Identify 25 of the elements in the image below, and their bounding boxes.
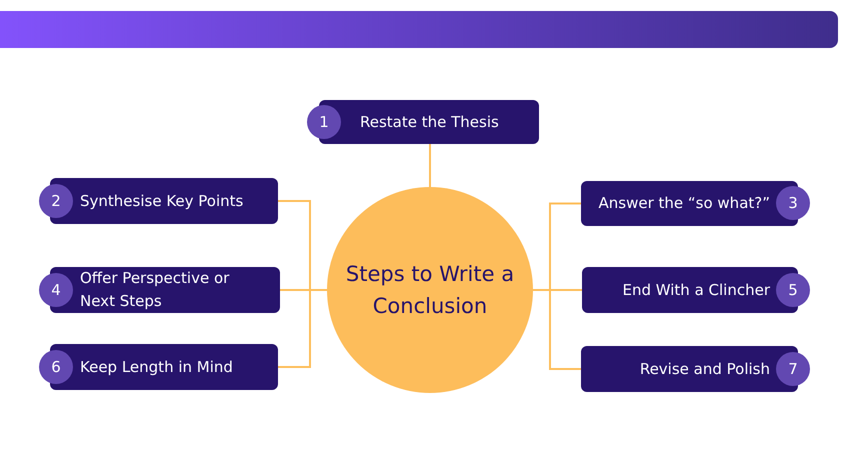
step-box <box>50 344 278 390</box>
step-box <box>50 267 280 313</box>
step-number-badge: 1 <box>307 105 341 139</box>
step-label: Synthesise Key Points <box>80 190 244 212</box>
step-number-badge: 6 <box>39 350 73 384</box>
step-label: Offer Perspective or Next Steps <box>80 268 230 312</box>
step-number-badge: 4 <box>39 273 73 307</box>
connector-line <box>429 144 431 187</box>
connector-line <box>533 289 581 370</box>
step-box <box>581 346 798 392</box>
topic-title: Steps to Write a Conclusion <box>344 261 516 320</box>
connector-line <box>278 289 327 368</box>
step-label: Keep Length in Mind <box>80 356 233 378</box>
step-label: Restate the Thesis <box>360 112 499 132</box>
step-number-badge: 5 <box>776 273 810 307</box>
step-box <box>50 178 278 224</box>
step-number-badge: 3 <box>776 186 810 220</box>
step-box <box>582 267 798 313</box>
step-label: Answer the “so what?” <box>598 193 770 214</box>
step-box <box>319 100 539 144</box>
step-number-badge: 7 <box>776 352 810 386</box>
step-number-badge: 2 <box>39 184 73 218</box>
step-box <box>581 181 798 226</box>
step-label: End With a Clincher <box>622 280 770 300</box>
step-label: Revise and Polish <box>640 358 770 380</box>
